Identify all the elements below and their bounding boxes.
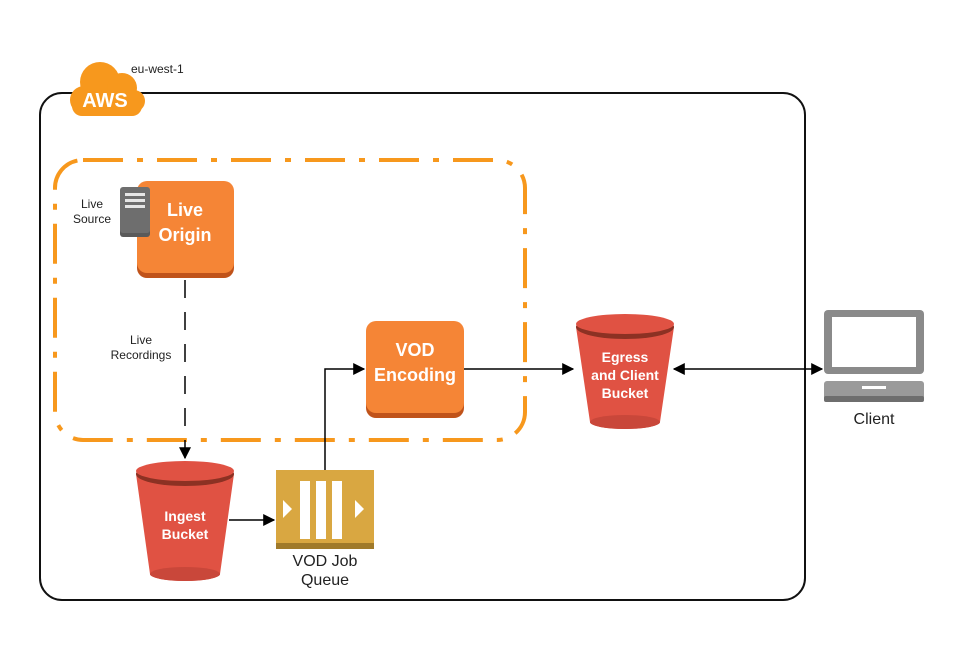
region-label: eu-west-1: [131, 62, 184, 76]
queue-to-encoding-edge: [324, 363, 366, 470]
aws-cloud-icon: AWS: [70, 62, 145, 116]
ingest-bucket-label-line2: Bucket: [162, 526, 209, 542]
queue-icon: [276, 470, 374, 549]
server-icon: [120, 187, 150, 237]
vod-job-queue-label-line1: VOD Job: [293, 553, 358, 570]
live-group-boundary: [53, 158, 527, 442]
client-label: Client: [854, 411, 895, 428]
region-container: [39, 92, 806, 601]
egress-bucket-icon: Egress and Client Bucket: [576, 314, 674, 429]
aws-badge-text: AWS: [82, 90, 128, 112]
vod-encoding-label-line2: Encoding: [374, 365, 456, 385]
live-origin-box: Live Origin: [137, 181, 234, 278]
egress-bucket-label-line3: Bucket: [602, 385, 649, 401]
vod-job-queue-label-line2: Queue: [301, 572, 349, 589]
ingest-bucket-icon: Ingest Bucket: [136, 461, 234, 581]
ingest-bucket-label-line1: Ingest: [164, 508, 206, 524]
live-origin-label-line2: Origin: [159, 225, 212, 245]
vod-encoding-box: VOD Encoding: [366, 321, 464, 418]
live-source-label-line1: Live: [81, 197, 103, 211]
live-recordings-label-line1: Live: [130, 333, 152, 347]
live-origin-label-line1: Live: [167, 200, 203, 220]
live-source-label-line2: Source: [73, 212, 111, 226]
live-recordings-label-line2: Recordings: [111, 348, 172, 362]
client-monitor-icon: [824, 310, 924, 402]
vod-encoding-label-line1: VOD: [395, 340, 434, 360]
egress-bucket-label-line2: and Client: [591, 367, 659, 383]
egress-bucket-label-line1: Egress: [602, 349, 649, 365]
